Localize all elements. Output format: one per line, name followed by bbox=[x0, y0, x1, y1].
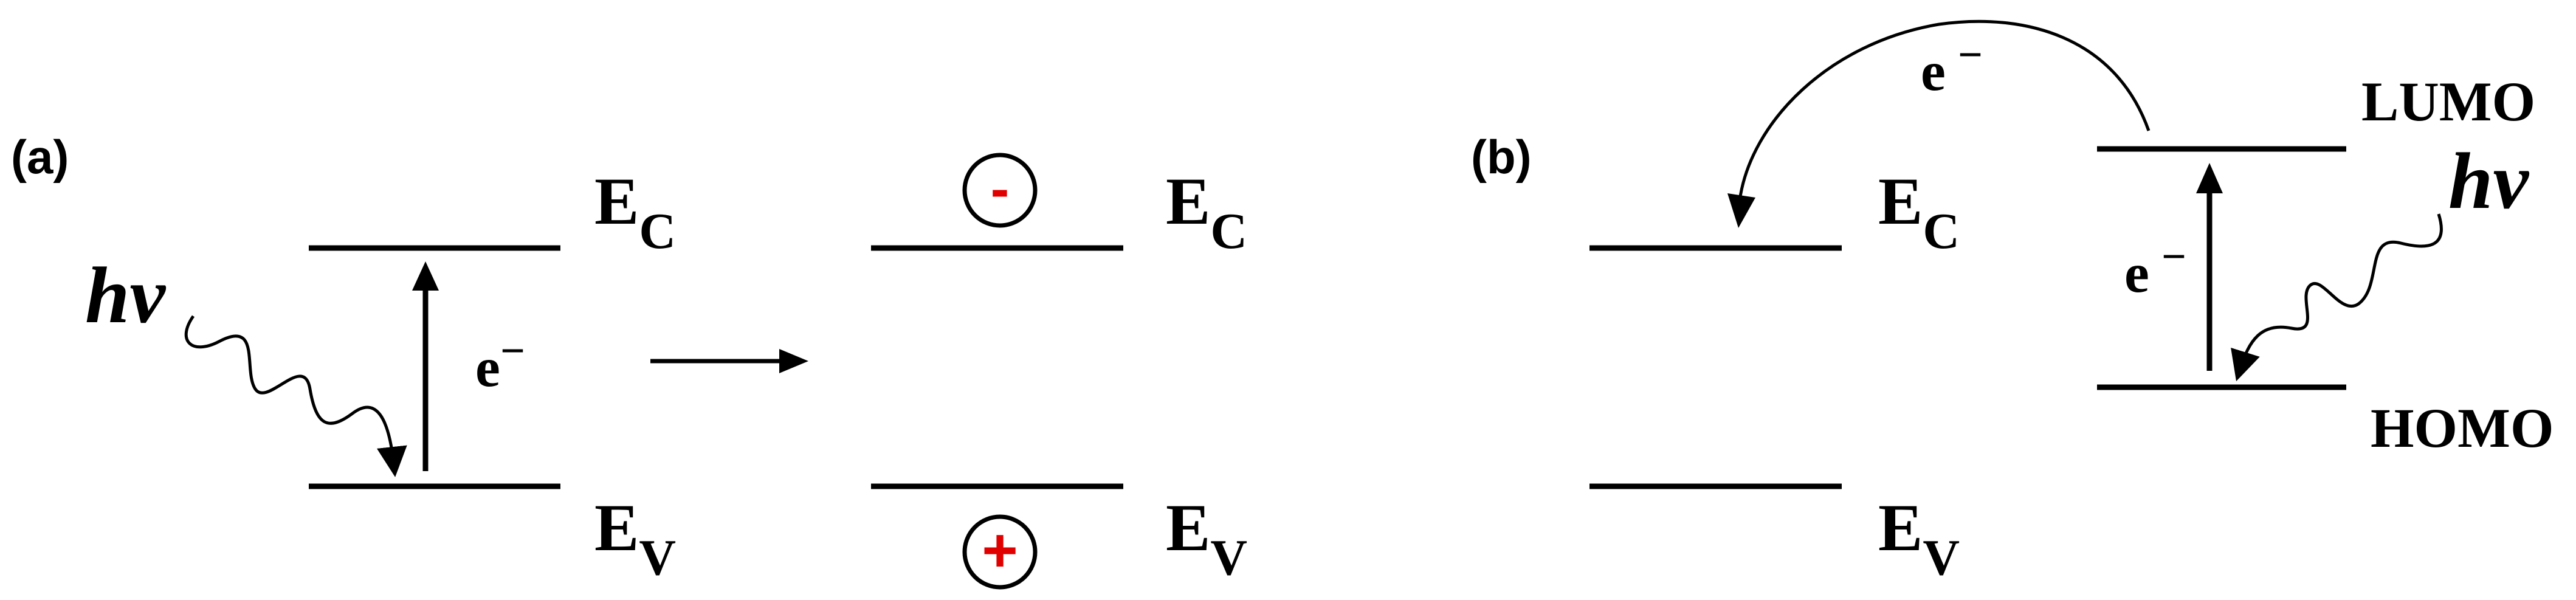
panel-b-ec-main: E bbox=[1878, 164, 1923, 238]
panel-a-photon-label: hν bbox=[85, 250, 166, 340]
panel-b-photon-label: hν bbox=[2448, 136, 2529, 226]
panel-a-separated-ev-label: EV bbox=[1166, 491, 1247, 586]
panel-a: (a) EC EV hν e− EC EV bbox=[11, 130, 1247, 590]
panel-a-separated-ev-main: E bbox=[1166, 491, 1210, 565]
panel-a-electron-sup: − bbox=[500, 326, 525, 375]
panel-a-separated-ec-main: E bbox=[1166, 164, 1210, 238]
panel-b-electron-label: e− bbox=[2124, 232, 2186, 304]
panel-a-ec-label: EC bbox=[594, 164, 676, 260]
panel-b-injection-electron-sup: − bbox=[1958, 30, 1983, 79]
panel-a-ev-main: E bbox=[594, 491, 639, 565]
panel-a-separated-ec-sub: C bbox=[1210, 203, 1247, 260]
panel-b-injection-electron-label: e− bbox=[1921, 30, 1983, 102]
lumo-label: LUMO bbox=[2361, 71, 2535, 133]
panel-a-ec-sub: C bbox=[639, 203, 676, 260]
panel-a-photon-wave-arrow bbox=[184, 315, 407, 477]
panel-b-ev-main: E bbox=[1878, 491, 1923, 565]
panel-a-separated-ev-sub: V bbox=[1210, 529, 1247, 586]
panel-b-electron-sup: − bbox=[2161, 232, 2186, 281]
panel-a-label: (a) bbox=[11, 130, 69, 184]
panel-a-ev-sub: V bbox=[639, 529, 676, 586]
panel-b-ec-sub: C bbox=[1923, 203, 1960, 260]
panel-a-hole-sign: + bbox=[982, 516, 1018, 585]
panel-a-ec-main: E bbox=[594, 164, 639, 238]
panel-b-label: (b) bbox=[1471, 130, 1532, 184]
panel-a-process-arrowhead bbox=[779, 349, 808, 373]
panel-a-excitation-arrowhead bbox=[412, 261, 439, 291]
homo-label: HOMO bbox=[2371, 397, 2554, 459]
panel-b: (b) EC EV LUMO HOMO e− hν e− bbox=[1471, 19, 2554, 586]
panel-b-photon-wave-arrow bbox=[2231, 213, 2443, 382]
panel-b-ev-sub: V bbox=[1923, 529, 1960, 586]
panel-b-electron-main: e bbox=[2124, 242, 2149, 304]
panel-b-excitation-arrowhead bbox=[2196, 163, 2223, 193]
panel-a-hole-circle bbox=[962, 514, 1038, 590]
panel-b-ev-label: EV bbox=[1878, 491, 1960, 586]
panel-a-electron-sign: - bbox=[991, 158, 1010, 220]
panel-a-ev-label: EV bbox=[594, 491, 676, 586]
electron-injection-arrowhead bbox=[1727, 193, 1755, 228]
panel-a-electron-label: e− bbox=[475, 326, 525, 398]
panel-a-electron-circle bbox=[962, 153, 1038, 228]
electron-injection-arc bbox=[1738, 19, 2151, 201]
panel-b-ec-label: EC bbox=[1878, 164, 1960, 260]
panel-a-electron-main: e bbox=[475, 336, 500, 398]
panel-a-separated-ec-label: EC bbox=[1166, 164, 1247, 260]
panel-b-injection-electron-main: e bbox=[1921, 40, 1946, 102]
